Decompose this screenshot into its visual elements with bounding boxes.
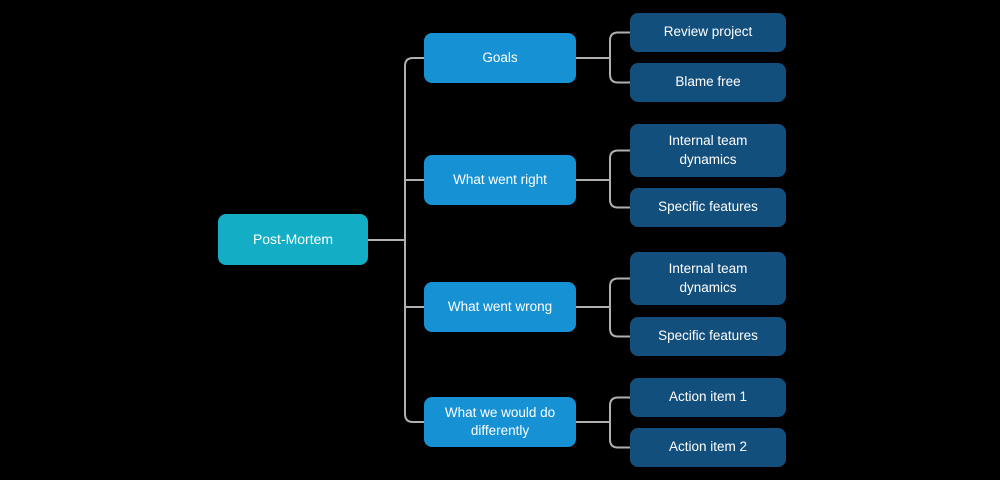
node-label: Review project: [663, 24, 753, 40]
node-what-went-right[interactable]: What went right: [424, 155, 576, 205]
node-goals[interactable]: Goals: [424, 33, 576, 83]
node-action-item-2[interactable]: Action item 2: [630, 428, 786, 467]
connector-goals-children: [609, 31, 630, 84]
connector-main-trunk: [404, 57, 424, 423]
node-specific-features-right[interactable]: Specific features: [630, 188, 786, 227]
node-blame-free[interactable]: Blame free: [630, 63, 786, 102]
node-what-we-would-do-differently[interactable]: What we would do differently: [424, 397, 576, 447]
node-post-mortem[interactable]: Post-Mortem: [218, 214, 368, 265]
node-label: Blame free: [675, 74, 741, 90]
node-what-went-wrong[interactable]: What went wrong: [424, 282, 576, 332]
node-label: Goals: [482, 49, 518, 65]
node-review-project[interactable]: Review project: [630, 13, 786, 52]
node-label: Action item 2: [668, 439, 748, 455]
node-internal-team-dynamics-wrong[interactable]: Internal team dynamics: [630, 252, 786, 305]
node-label: Internal team dynamics: [668, 133, 748, 167]
node-label: Action item 1: [668, 389, 748, 405]
node-label: Specific features: [658, 328, 758, 344]
node-label: What went wrong: [447, 298, 553, 314]
node-label: What we would do differently: [444, 404, 556, 438]
connector-wrong-children: [609, 277, 630, 338]
connector-differently-children: [609, 396, 630, 449]
node-label: Specific features: [658, 199, 758, 215]
node-label: Internal team dynamics: [668, 261, 748, 295]
node-specific-features-wrong[interactable]: Specific features: [630, 317, 786, 356]
node-label: Post-Mortem: [252, 231, 334, 248]
node-action-item-1[interactable]: Action item 1: [630, 378, 786, 417]
connector-right-children: [609, 149, 630, 209]
node-label: What went right: [453, 171, 547, 187]
node-internal-team-dynamics-right[interactable]: Internal team dynamics: [630, 124, 786, 177]
